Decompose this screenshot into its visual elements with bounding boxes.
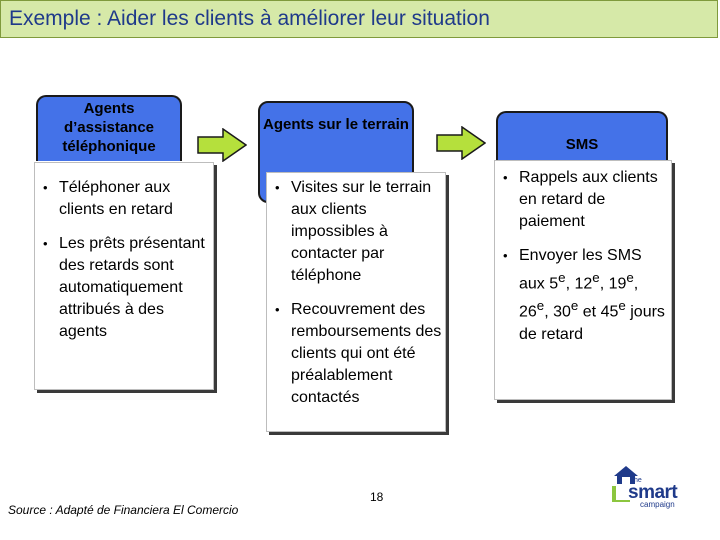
ordinal-suffix: e	[570, 298, 579, 314]
bullet-sms-schedule: Envoyer les SMS aux 5e, 12e, 19e, 26e, 3…	[495, 245, 671, 346]
sms-day: 30	[553, 303, 571, 321]
panel-field-agents: Visites sur le terrain aux clients impos…	[266, 172, 446, 432]
logo-smart-text: smart	[628, 482, 678, 503]
ordinal-suffix: e	[618, 298, 626, 314]
panel-phone-agents: Téléphoner aux clients en retard Les prê…	[34, 162, 214, 390]
page-number: 18	[370, 490, 384, 504]
page-title: Exemple : Aider les clients à améliorer …	[9, 7, 490, 30]
sms-day: 26	[519, 303, 537, 321]
source-note: Source : Adapté de Financiera El Comerci…	[8, 503, 239, 517]
smart-campaign-logo: the smart campaign	[610, 464, 710, 510]
bullet-payment-reminders: Rappels aux clients en retard de paiemen…	[495, 167, 671, 233]
sms-day: 45	[600, 303, 619, 321]
bullet-auto-assign-loans: Les prêts présentant des retards sont au…	[35, 233, 213, 343]
ordinal-suffix: e	[592, 270, 600, 285]
sms-day: 19	[608, 275, 627, 293]
ordinal-suffix: e	[558, 270, 566, 285]
sms-day: 12	[574, 275, 593, 293]
panel-sms: Rappels aux clients en retard de paiemen…	[494, 160, 672, 400]
sms-prefix-text: Envoyer les SMS aux	[519, 247, 642, 293]
sms-ending-text: jours de retard	[519, 303, 665, 343]
ordinal-suffix: e	[536, 298, 545, 314]
bullet-recover-payments: Recouvrement des remboursements des clie…	[267, 299, 445, 409]
logo-the-text: the	[632, 477, 642, 484]
right-arrow-icon	[197, 128, 247, 162]
logo-campaign-text: campaign	[640, 500, 675, 509]
header-phone-agents: Agents d’assistance téléphonique	[36, 95, 182, 161]
right-arrow-icon	[436, 126, 486, 160]
sms-day: 5	[549, 275, 559, 293]
house-hand-icon	[612, 466, 638, 502]
ordinal-suffix: e	[626, 270, 634, 285]
bullet-call-late-clients: Téléphoner aux clients en retard	[35, 177, 213, 221]
title-bar: Exemple : Aider les clients à améliorer …	[0, 0, 718, 38]
bullet-field-visits: Visites sur le terrain aux clients impos…	[267, 177, 445, 287]
